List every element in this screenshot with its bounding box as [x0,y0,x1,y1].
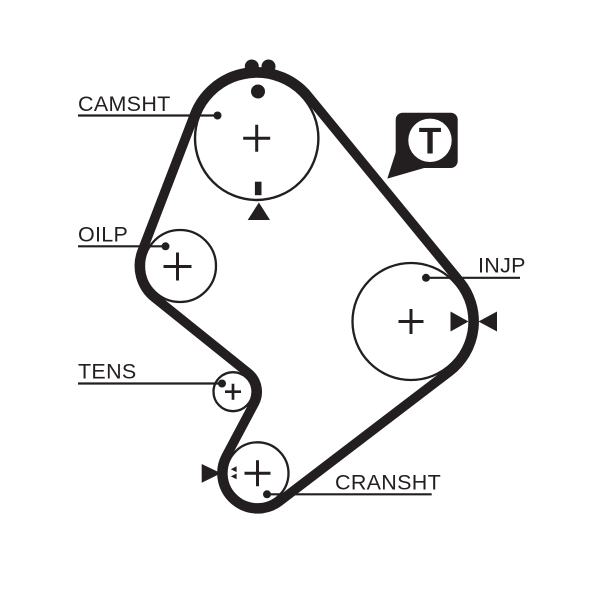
injp-align-arrow-right-icon [450,311,469,332]
label-tens-text: TENS [78,360,137,384]
cransht-mark-lower-left-icon [230,473,237,480]
label-cransht-text: CRANSHT [335,471,441,495]
pulley-injp-center-cross [398,309,424,334]
pulley-oilp-center-cross [163,252,192,281]
camsht-align-dash [254,181,262,196]
cransht-mark-upper-left-icon [230,466,237,473]
label-oilp-text: OILP [78,223,128,247]
camsht-align-arrow-up-icon [247,202,270,220]
camsht-timing-dot-2 [261,59,276,74]
label-injp-leader-dot [422,273,430,282]
label-tens-leader-dot [218,379,226,388]
t-badge-circle [408,118,452,162]
cransht-align-arrow-right-icon [201,464,221,483]
injp-align-arrow-left-icon [478,311,497,332]
label-oilp-leader-dot [161,242,170,251]
pulley-cransht-center-cross [244,460,271,487]
pulley-camsht-center-cross [243,124,271,152]
label-cransht-leader-dot [263,490,271,499]
label-camsht-leader-dot [213,111,222,120]
label-camsht-text: CAMSHT [78,92,171,116]
label-injp-text: INJP [478,254,526,278]
t-badge-letter: T [419,121,442,162]
pulley-tens-center-cross [225,383,241,400]
camsht-timing-dot-1 [244,59,259,74]
camsht-timing-dot-3 [251,84,265,99]
